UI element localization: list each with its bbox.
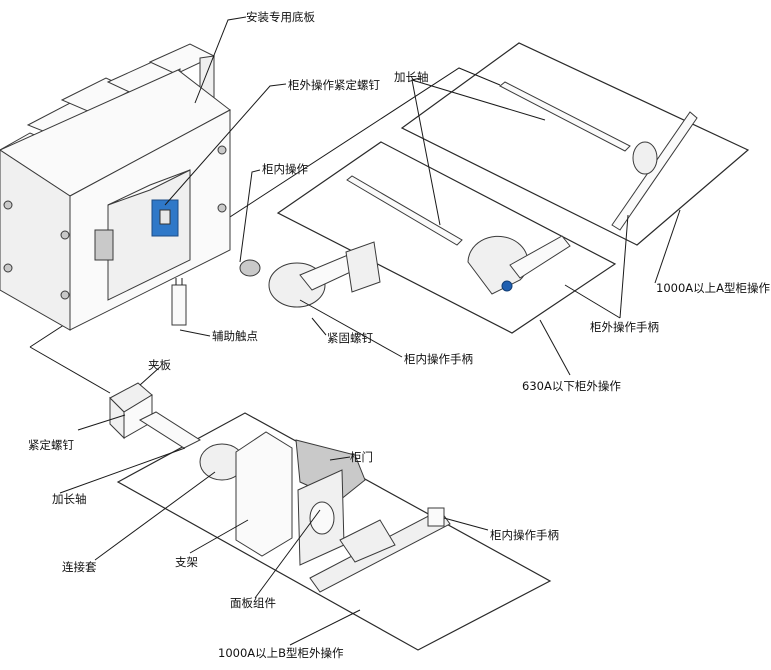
label-base-plate: 安装专用底板: [246, 10, 315, 24]
plane-type-a: [400, 42, 750, 246]
label-coupling: 连接套: [62, 560, 97, 574]
label-ext-shaft-top: 加长轴: [394, 70, 429, 84]
aux-contact-part: [171, 278, 187, 326]
panel-assembly-part: [297, 469, 345, 566]
label-type-a: 1000A以上A型柜操作: [656, 281, 770, 295]
inner-handle-top-part: [239, 241, 381, 308]
label-aux-contact: 辅助触点: [212, 329, 258, 343]
label-clamp: 夹板: [148, 358, 171, 372]
ext-shaft-type-a: [499, 81, 631, 152]
label-inner-op: 柜内操作: [262, 162, 308, 176]
bracket-part: [235, 431, 293, 557]
label-inner-handle-top: 柜内操作手柄: [404, 352, 473, 366]
label-fix-screw: 紧固螺钉: [327, 331, 373, 345]
label-cabinet-door: 柜门: [350, 450, 373, 464]
outer-handle-type-a: [611, 111, 698, 231]
inner-handle-bottom-part: [309, 507, 451, 593]
label-inner-handle-bottom: 柜内操作手柄: [490, 528, 559, 542]
label-type-b: 1000A以上B型柜外操作: [218, 646, 344, 660]
ext-shaft-630a: [346, 175, 463, 246]
label-outer-handle: 柜外操作手柄: [590, 320, 659, 334]
label-outer-set-screw: 柜外操作紧定螺钉: [288, 78, 380, 92]
clamp-part: [109, 382, 153, 440]
breaker-body: [0, 43, 231, 331]
label-set-screw: 紧定螺钉: [28, 438, 74, 452]
label-below-630: 630A以下柜外操作: [522, 379, 621, 393]
ext-shaft-bottom: [138, 411, 202, 449]
label-panel-assy: 面板组件: [230, 596, 276, 610]
outer-handle-630a: [467, 235, 571, 295]
leader-lines: [59, 16, 681, 646]
plane-rear-edge-2: [29, 346, 111, 394]
label-bracket: 支架: [175, 555, 198, 569]
label-ext-shaft: 加长轴: [52, 492, 87, 506]
